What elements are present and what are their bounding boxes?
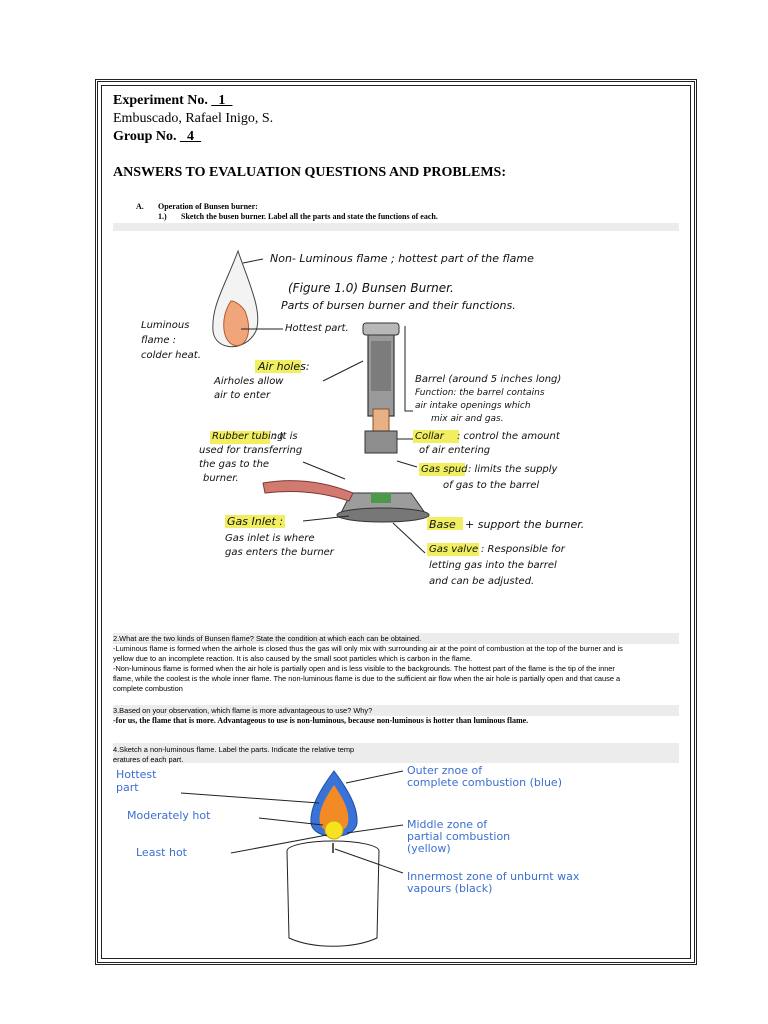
label-non-luminous-flame: Non- Luminous flame ; hottest part of th…: [270, 252, 534, 265]
base-desc: + support the burner.: [465, 518, 585, 531]
section-a-letter: A.: [136, 202, 144, 211]
q1-text: Sketch the busen burner. Label all the p…: [181, 212, 438, 221]
experiment-line: Experiment No. _1_: [113, 93, 232, 109]
label-innermost-zone-2: vapours (black): [407, 882, 493, 895]
bunsen-burner-drawing: [210, 249, 479, 556]
label-air-holes: Air holes:: [258, 360, 310, 373]
air-holes-desc-2: air to enter: [214, 390, 271, 401]
q3-question: 3.Based on your observation, which flame…: [113, 706, 373, 715]
label-innermost-zone-1: Innermost zone of unburnt wax: [407, 870, 580, 883]
gas-inlet-desc-1: Gas inlet is where: [225, 533, 315, 544]
label-rubber-tubing: Rubber tubing: [212, 431, 284, 442]
gray-band: [113, 223, 679, 231]
gas-spud-desc-1: : limits the supply: [468, 464, 558, 475]
q2-line-5: complete combustion: [113, 684, 183, 693]
page-border-outer: [95, 79, 697, 965]
label-outer-zone-2: complete combustion (blue): [407, 776, 562, 789]
section-a-title: Operation of Bunsen burner:: [158, 202, 258, 211]
barrel-1: Barrel (around 5 inches long): [415, 374, 562, 385]
q3-answer: -for us, the flame that is more. Advanta…: [113, 716, 529, 725]
experiment-label: Experiment No.: [113, 93, 208, 108]
figure-caption: (Figure 1.0) Bunsen Burner.: [288, 281, 454, 295]
rubber-desc-2: used for transferring: [199, 445, 303, 456]
barrel-3: air intake openings which: [415, 401, 531, 411]
label-middle-zone-1: Middle zone of: [407, 818, 488, 831]
barrel-4: mix air and gas.: [431, 414, 504, 424]
label-base: Base: [429, 518, 456, 531]
label-least-hot: Least hot: [136, 846, 187, 859]
answers-title: ANSWERS TO EVALUATION QUESTIONS AND PROB…: [113, 165, 507, 180]
barrel-2: Function: the barrel contains: [415, 388, 545, 398]
q2-line-3: -Non-luminous flame is formed when the a…: [113, 664, 615, 673]
q2-line-2: yellow due to an incomplete reaction. It…: [113, 654, 473, 663]
bunsen-burner-sketch: Non- Luminous flame ; hottest part of th…: [113, 231, 679, 631]
air-holes-desc-1: Airholes allow: [214, 376, 284, 387]
gas-valve-desc-2: letting gas into the barrel: [429, 560, 557, 571]
label-gas-valve: Gas valve: [429, 544, 479, 555]
label-hottest-2: part: [116, 781, 139, 794]
gas-valve-desc-3: and can be adjusted.: [429, 576, 535, 587]
label-hottest-part: Hottest part.: [285, 323, 349, 334]
experiment-number: _1_: [211, 93, 233, 108]
group-line: Group No. _4_: [113, 129, 201, 145]
group-label: Group No.: [113, 129, 177, 144]
q4-question-1: 4.Sketch a non-luminous flame. Label the…: [113, 745, 355, 754]
candle-flame-drawing: [180, 770, 404, 947]
q2-gray-band: [113, 633, 679, 644]
q2-line-4: flame, while the coolest is the whole in…: [113, 674, 621, 683]
page-border-inner: [101, 85, 691, 959]
rubber-desc-4: burner.: [203, 473, 239, 484]
label-gas-spud: Gas spud: [421, 464, 468, 475]
collar-desc-2: of air entering: [419, 445, 491, 456]
label-middle-zone-2: partial combustion: [407, 830, 511, 843]
q2-line-1: -Luminous flame is formed when the airho…: [113, 644, 623, 653]
gas-valve-desc-1: : Responsible for: [481, 544, 565, 555]
label-hottest-1: Hottest: [116, 768, 157, 781]
label-luminous-2: flame :: [141, 335, 177, 346]
gas-spud-desc-2: of gas to the barrel: [443, 480, 540, 491]
gas-inlet-desc-2: gas enters the burner: [225, 547, 334, 558]
q4-question-2: eratures of each part.: [113, 755, 184, 764]
rubber-desc-1: : It is: [273, 431, 298, 442]
label-luminous-1: Luminous: [141, 320, 190, 331]
q1-number: 1.): [158, 212, 167, 221]
label-middle-zone-3: (yellow): [407, 842, 451, 855]
candle-flame-sketch: Hottest part Moderately hot Least hot Ou…: [113, 763, 679, 953]
collar-desc-1: : control the amount: [457, 431, 560, 442]
q3-gray-band: [113, 705, 679, 716]
label-moderately-hot: Moderately hot: [127, 809, 211, 822]
q2-question: 2.What are the two kinds of Bunsen flame…: [113, 634, 422, 643]
label-gas-inlet: Gas Inlet :: [227, 515, 284, 528]
student-name: Embuscado, Rafael Inigo, S.: [113, 111, 274, 126]
label-luminous-3: colder heat.: [141, 350, 201, 361]
label-outer-zone-1: Outer znoe of: [407, 764, 483, 777]
rubber-desc-3: the gas to the: [199, 459, 270, 470]
figure-subcaption: Parts of bursen burner and their functio…: [281, 299, 516, 312]
group-number: _4_: [180, 129, 202, 144]
q4-gray-band: [113, 743, 679, 763]
label-collar: Collar: [415, 431, 444, 442]
